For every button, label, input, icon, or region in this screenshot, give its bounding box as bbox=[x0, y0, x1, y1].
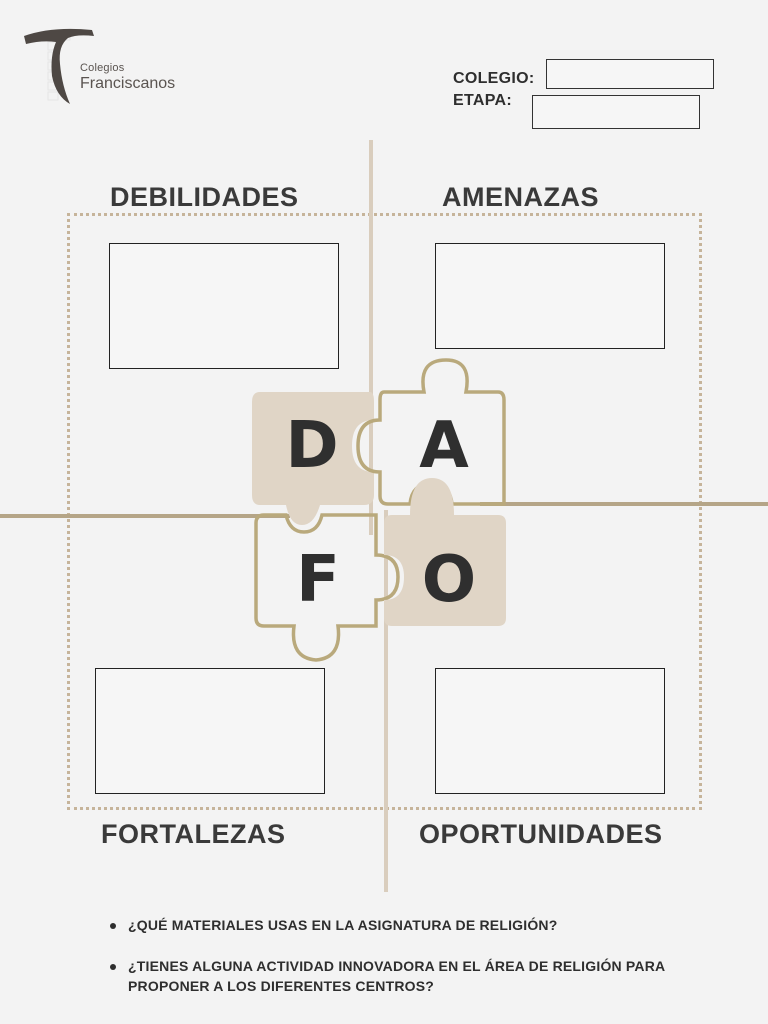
etapa-field[interactable] bbox=[532, 95, 700, 129]
debilidades-title: DEBILIDADES bbox=[110, 182, 299, 212]
debilidades-box[interactable] bbox=[109, 243, 339, 369]
dafo-puzzle bbox=[252, 358, 506, 662]
divider-horizontal-right bbox=[480, 502, 768, 506]
puzzle-letter-d: D bbox=[285, 409, 339, 483]
amenazas-title: AMENAZAS bbox=[442, 182, 599, 212]
oportunidades-title: OPORTUNIDADES bbox=[419, 819, 663, 849]
question-item: ¿TIENES ALGUNA ACTIVIDAD INNOVADORA EN E… bbox=[108, 956, 688, 996]
puzzle-letter-a: A bbox=[419, 409, 469, 483]
franciscan-tau-icon bbox=[24, 28, 94, 104]
divider-vertical-top bbox=[369, 140, 373, 535]
logo-text-small: Colegios bbox=[80, 62, 125, 74]
fortalezas-title: FORTALEZAS bbox=[101, 819, 286, 849]
logo-text-big: Franciscanos bbox=[80, 75, 176, 92]
amenazas-box[interactable] bbox=[435, 243, 665, 349]
puzzle-letter-o: O bbox=[421, 543, 477, 617]
colegio-label: COLEGIO: bbox=[453, 70, 535, 87]
puzzle-piece-d bbox=[252, 392, 374, 525]
divider-horizontal-left bbox=[0, 514, 290, 518]
puzzle-piece-o bbox=[384, 478, 506, 626]
logo bbox=[22, 24, 222, 114]
colegio-field[interactable] bbox=[546, 59, 714, 89]
divider-vertical-bottom bbox=[384, 510, 388, 892]
fortalezas-box[interactable] bbox=[95, 668, 325, 794]
puzzle-letter-f: F bbox=[296, 543, 340, 617]
etapa-label: ETAPA: bbox=[453, 92, 512, 109]
questions-list: ¿QUÉ MATERIALES USAS EN LA ASIGNATURA DE… bbox=[108, 915, 708, 1017]
oportunidades-box[interactable] bbox=[435, 668, 665, 794]
puzzle-piece-f bbox=[254, 513, 400, 662]
question-item: ¿QUÉ MATERIALES USAS EN LA ASIGNATURA DE… bbox=[108, 915, 708, 935]
